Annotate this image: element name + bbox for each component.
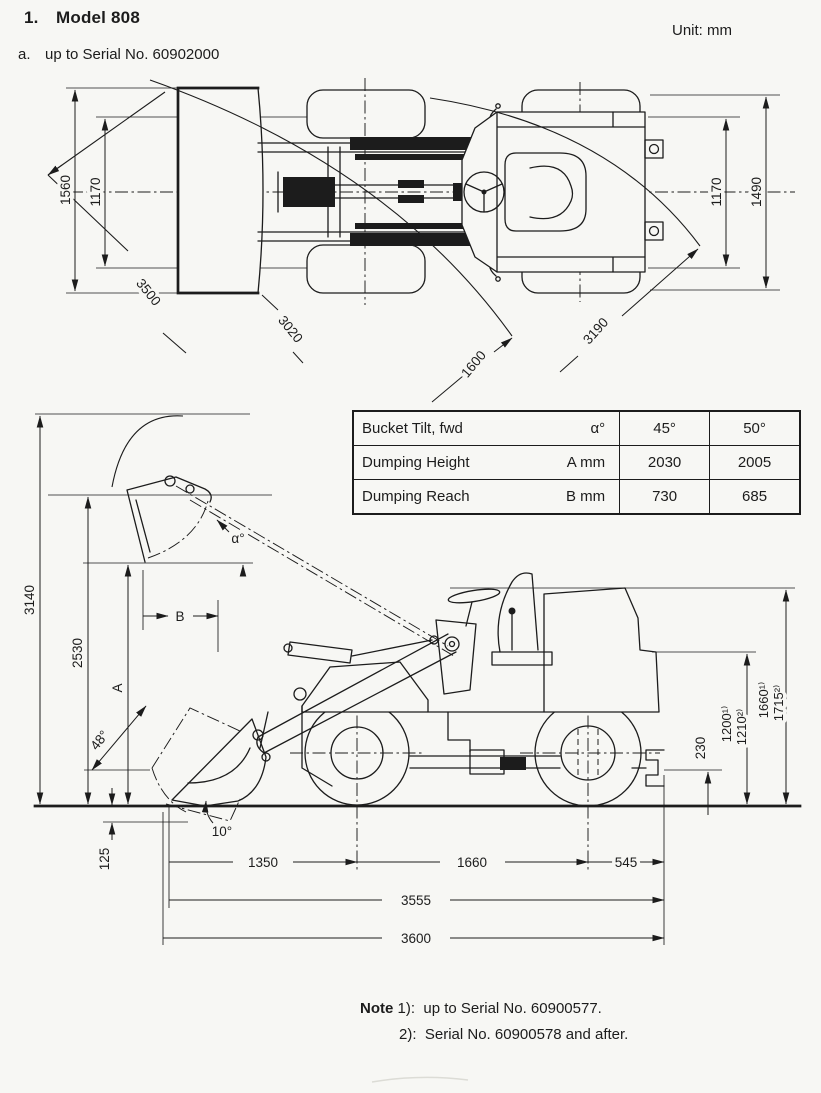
turning-arcs (47, 79, 700, 403)
seat-plan (504, 152, 587, 232)
row-value-45: 730 (619, 479, 711, 515)
dim-overall-length: 3600 (401, 931, 431, 946)
row-value-50: 50° (709, 410, 801, 446)
table-row: Bucket Tilt, fwd α° 45° 50° (352, 410, 801, 446)
machine-body-side (301, 572, 665, 787)
row-value-45: 45° (619, 410, 711, 446)
row-value-50: 685 (709, 479, 801, 515)
note1-text: up to Serial No. 60900577. (423, 1000, 602, 1017)
note2-text: Serial No. 60900578 and after. (424, 1026, 629, 1043)
dim-front-overhang: 1350 (248, 855, 278, 870)
row-label: Dumping Height (362, 454, 470, 471)
scan-artifact (371, 1076, 469, 1083)
operator-station (435, 572, 553, 695)
subsection-letter: a. (18, 46, 31, 63)
dim-rear-deck-2: 1210²⁾ (734, 709, 749, 745)
dim-tread-rear: 1170 (709, 177, 724, 206)
side-view-drawing: 3140 2530 A B α° 48° 10° 125 230 (19, 413, 802, 946)
mount-brackets-plan (644, 139, 664, 241)
dim-radius-inner: 1600 (458, 348, 489, 381)
subsection-label: a. up to Serial No. 60902000 (18, 46, 219, 63)
dim-rollback-angle: 48° (87, 728, 111, 753)
dim-clearance-circle: 3500 (133, 276, 164, 309)
dim-rear-deck-1: 1200¹⁾ (719, 706, 734, 742)
unit-label: Unit: mm (672, 22, 732, 39)
dim-overall-height: 3140 (22, 585, 37, 615)
section-number: 1. (24, 8, 39, 27)
bucket-plan (176, 86, 264, 295)
dim-dig-depth: 125 (97, 848, 112, 871)
dim-radius-outer: 3190 (580, 315, 611, 347)
dim-height-top-1: 1660¹⁾ (756, 682, 771, 718)
model-title: Model 808 (56, 8, 140, 27)
note1-ref: 1): (397, 1000, 416, 1017)
table-row: Dumping Height A mm 2030 2005 (352, 445, 801, 480)
dim-rear-overhang: 545 (615, 855, 638, 870)
front-wheel-side (290, 693, 424, 872)
rear-wheel-side (520, 693, 660, 872)
dim-overall-width: 1490 (749, 177, 764, 207)
dim-a-ref: A (110, 683, 125, 692)
dim-b-ref: B (175, 609, 184, 624)
side-view-dimensions: 3140 2530 A B α° 48° 10° 125 230 (19, 413, 795, 946)
dim-bucket-width: 1560 (58, 175, 73, 205)
row-label: Dumping Reach (362, 488, 470, 505)
note-line-1: Note 1): up to Serial No. 60900577. (360, 1000, 602, 1017)
hitch (631, 749, 665, 787)
row-value-45: 2030 (619, 445, 711, 480)
row-symbol: α° (590, 420, 606, 437)
dim-tread-front: 1170 (88, 177, 103, 206)
subsection-text: up to Serial No. 60902000 (45, 46, 220, 63)
top-view-drawing: 1560 1170 1170 1490 3500 3020 1600 3190 (47, 78, 795, 403)
dim-dig-angle: 10° (212, 824, 232, 839)
note-label: Note (360, 1000, 394, 1017)
dim-length-less-bucket: 3555 (401, 893, 431, 908)
dim-height-top-2: 1715²⁾ (771, 685, 786, 721)
note2-ref: 2): (399, 1026, 417, 1043)
table-row: Dumping Reach B mm 730 685 (352, 479, 801, 515)
row-value-50: 2005 (709, 445, 801, 480)
loader-linkage-side (256, 633, 460, 754)
dim-radius-bucket-inner: 3020 (275, 313, 306, 346)
dim-alpha-ref: α° (231, 531, 244, 546)
steering-wheel-plan (463, 171, 505, 213)
dim-wheelbase: 1660 (457, 855, 487, 870)
note-line-2: 2): Serial No. 60900578 and after. (399, 1026, 628, 1043)
dim-hitch-height: 230 (693, 737, 708, 760)
bucket-side-ground (151, 707, 271, 822)
dim-hinge-pin-height: 2530 (70, 638, 85, 668)
page-title: 1. Model 808 (24, 8, 140, 28)
row-symbol: B mm (565, 488, 606, 505)
rear-body-plan (461, 111, 664, 273)
row-label: Bucket Tilt, fwd (362, 420, 463, 437)
bucket-side-raised (111, 415, 455, 657)
row-symbol: A mm (566, 454, 606, 471)
spec-table: Bucket Tilt, fwd α° 45° 50° Dumping Heigh… (352, 410, 801, 515)
